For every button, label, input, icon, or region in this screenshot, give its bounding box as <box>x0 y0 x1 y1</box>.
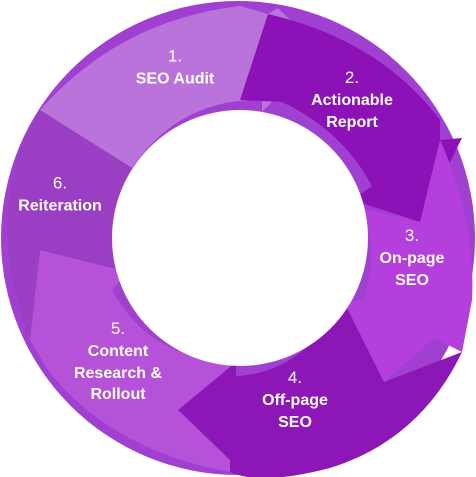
segment-off-page-seo <box>178 302 462 477</box>
step-label-reiteration: 6. Reiteration <box>18 173 102 218</box>
step-label-off-page-seo: 4. Off-page SEO <box>262 367 328 433</box>
step-title: SEO Audit <box>135 70 215 88</box>
step-title-line: Report <box>326 113 378 131</box>
step-title-line: Research & <box>73 364 163 382</box>
segment-seo-audit <box>40 6 322 168</box>
step-number: 6. <box>52 173 68 193</box>
step-number: 2. <box>344 67 360 87</box>
step-title-line: SEO <box>278 413 312 431</box>
cycle-center <box>112 110 368 366</box>
step-number: 4. <box>287 367 303 387</box>
segment-reiteration <box>7 110 132 340</box>
step-number: 1. <box>167 46 183 66</box>
step-title-line: On-page <box>379 249 445 267</box>
step-number: 5. <box>110 319 126 339</box>
step-number: 3. <box>404 225 420 245</box>
step-title-line: Actionable <box>311 91 393 109</box>
segment-actionable-report <box>240 14 462 222</box>
step-label-actionable-report: 2. Actionable Report <box>311 67 393 133</box>
segment-on-page-seo <box>344 140 473 382</box>
step-label-content-research-rollout: 5. Content Research & Rollout <box>74 318 162 406</box>
step-title: Reiteration <box>18 197 102 215</box>
step-title-line: SEO <box>395 271 429 289</box>
step-title-line: Rollout <box>90 386 146 404</box>
step-label-seo-audit: 1. SEO Audit <box>136 46 215 91</box>
segment-content-research-rollout <box>30 250 236 472</box>
step-label-on-page-seo: 3. On-page SEO <box>380 225 445 291</box>
step-title-line: Off-page <box>262 391 328 409</box>
step-title-line: Content <box>87 343 149 361</box>
